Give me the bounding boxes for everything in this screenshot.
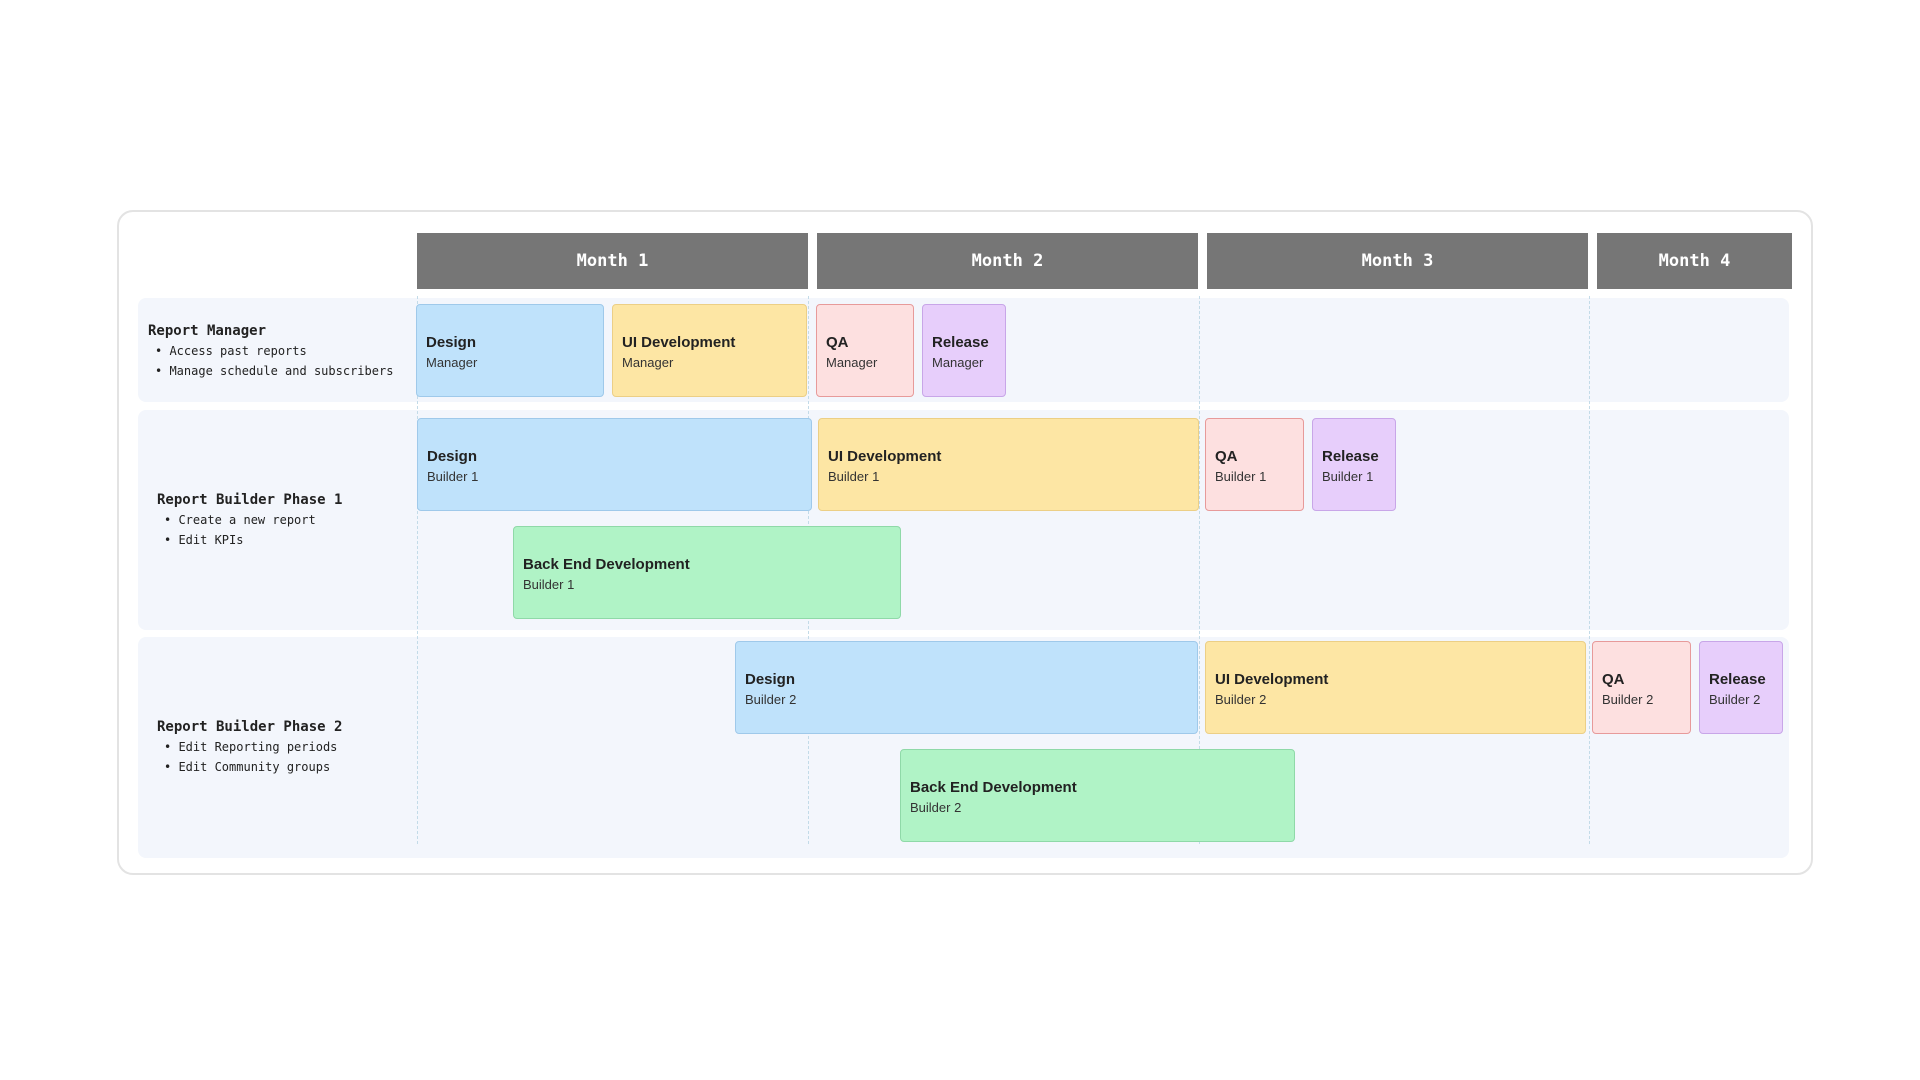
task-back-end-development-builder-1[interactable]: Back End Development Builder 1 — [513, 526, 901, 619]
task-owner: Builder 1 — [1322, 469, 1374, 484]
month-header-3: Month 3 — [1207, 233, 1588, 289]
task-owner: Builder 2 — [1709, 692, 1761, 707]
month-header-2: Month 2 — [817, 233, 1198, 289]
task-name: Release — [1322, 448, 1379, 465]
task-qa-builder-2[interactable]: QA Builder 2 — [1592, 641, 1691, 734]
task-release-builder-2[interactable]: Release Builder 2 — [1699, 641, 1783, 734]
task-name: QA — [1215, 448, 1238, 465]
task-name: UI Development — [1215, 671, 1329, 688]
lane-title: Report Manager — [148, 323, 267, 339]
lane-title: Report Builder Phase 1 — [157, 492, 343, 508]
task-owner: Manager — [622, 355, 674, 370]
lane-bullet: • Edit Reporting periods — [164, 740, 338, 754]
task-qa-builder-1[interactable]: QA Builder 1 — [1205, 418, 1304, 511]
lane-label-report-builder-phase-1: Report Builder Phase 1 • Create a new re… — [157, 490, 342, 550]
task-name: Back End Development — [523, 556, 690, 573]
month-header-4: Month 4 — [1597, 233, 1792, 289]
task-name: Design — [427, 448, 478, 465]
task-owner: Builder 2 — [910, 800, 962, 815]
task-release-manager[interactable]: Release Manager — [922, 304, 1006, 397]
task-owner: Builder 2 — [1215, 692, 1267, 707]
task-design-builder-2[interactable]: Design Builder 2 — [735, 641, 1198, 734]
task-owner: Builder 2 — [745, 692, 797, 707]
month-header-1: Month 1 — [417, 233, 808, 289]
lane-label-report-manager: Report Manager • Access past reports • M… — [148, 321, 393, 381]
task-ui-development-builder-2[interactable]: UI Development Builder 2 — [1205, 641, 1586, 734]
task-release-builder-1[interactable]: Release Builder 1 — [1312, 418, 1396, 511]
task-owner: Manager — [932, 355, 984, 370]
lane-bullet: • Edit Community groups — [164, 760, 331, 774]
lane-bullet: • Manage schedule and subscribers — [155, 364, 394, 378]
task-owner: Builder 1 — [1215, 469, 1267, 484]
lane-bullet: • Access past reports — [155, 344, 307, 358]
lane-label-report-builder-phase-2: Report Builder Phase 2 • Edit Reporting … — [157, 717, 342, 777]
task-name: Design — [426, 334, 477, 351]
task-owner: Builder 1 — [427, 469, 479, 484]
task-name: Design — [745, 671, 796, 688]
task-name: QA — [1602, 671, 1625, 688]
task-name: UI Development — [622, 334, 736, 351]
task-name: Back End Development — [910, 779, 1077, 796]
task-ui-development-builder-1[interactable]: UI Development Builder 1 — [818, 418, 1199, 511]
task-owner: Manager — [426, 355, 478, 370]
task-design-manager[interactable]: Design Manager — [416, 304, 604, 397]
month-divider — [1589, 296, 1590, 844]
task-name: Release — [932, 334, 989, 351]
task-owner: Manager — [826, 355, 878, 370]
task-name: QA — [826, 334, 849, 351]
task-owner: Builder 1 — [523, 577, 575, 592]
task-name: Release — [1709, 671, 1766, 688]
lane-bullet: • Create a new report — [164, 513, 316, 527]
lane-bullet: • Edit KPIs — [164, 533, 244, 547]
task-owner: Builder 1 — [828, 469, 880, 484]
task-owner: Builder 2 — [1602, 692, 1654, 707]
month-divider — [417, 296, 418, 844]
task-back-end-development-builder-2[interactable]: Back End Development Builder 2 — [900, 749, 1295, 842]
month-divider — [1199, 296, 1200, 844]
task-ui-development-manager[interactable]: UI Development Manager — [612, 304, 807, 397]
lane-title: Report Builder Phase 2 — [157, 719, 343, 735]
task-name: UI Development — [828, 448, 942, 465]
task-design-builder-1[interactable]: Design Builder 1 — [417, 418, 812, 511]
task-qa-manager[interactable]: QA Manager — [816, 304, 914, 397]
